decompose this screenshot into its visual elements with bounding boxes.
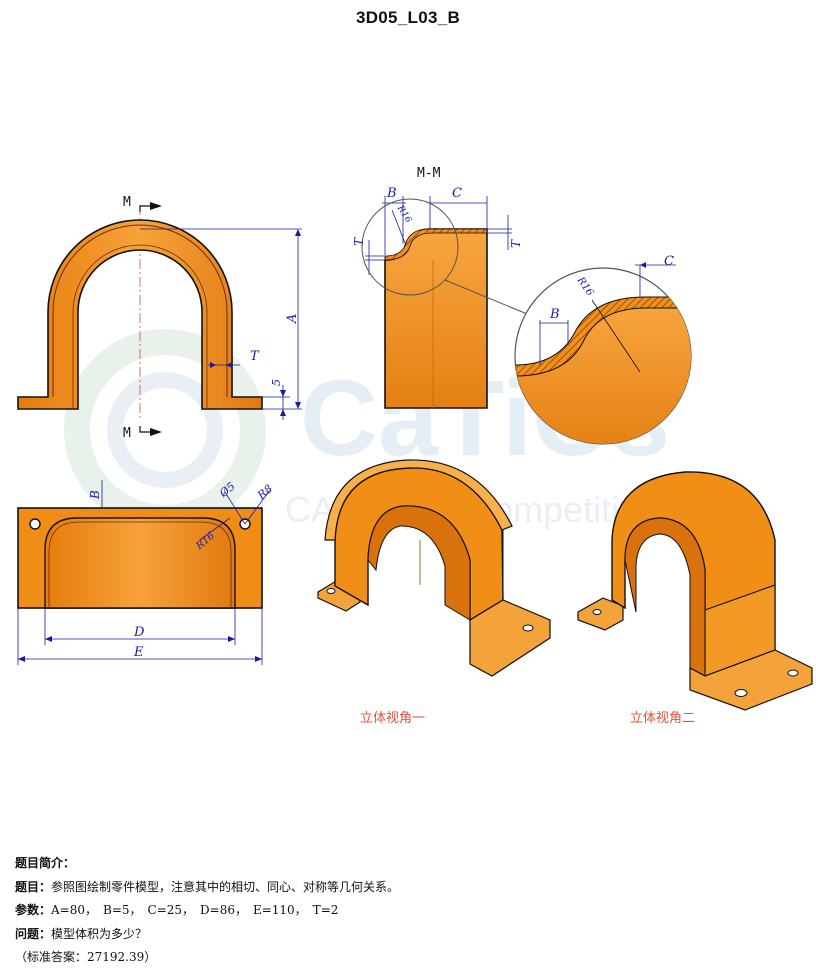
page-title: 3D05_L03_B — [355, 8, 461, 27]
top-dimension-e: E — [133, 645, 144, 660]
section-view: M-M B C R16 T T — [352, 166, 533, 409]
top-view-body — [44, 517, 236, 609]
answer-text: （标准答案：27192.39） — [15, 950, 157, 964]
dimension-five-label: 5 — [270, 379, 283, 386]
question-text: 模型体积为多少？ — [51, 926, 148, 941]
problem-description: 题目简介： 题目：参照图绘制零件模型，注意其中的相切、同心、对称等几何关系。 参… — [15, 852, 805, 970]
iso-view-2 — [577, 471, 813, 711]
caption-view1: 立体视角一 — [360, 711, 425, 726]
top-view-dimension-lines — [17, 480, 271, 665]
front-view: M M A T 5 — [17, 195, 302, 441]
dimension-a — [140, 228, 302, 410]
section-dimension-b: B — [386, 186, 397, 201]
top-dimension-r8: R8 — [254, 482, 275, 502]
cut-mark-bottom: M — [123, 426, 131, 441]
section-dimension-t-right: T — [509, 239, 523, 248]
task-text: 参照图绘制零件模型，注意其中的相切、同心、对称等几何关系。 — [51, 879, 400, 894]
cut-mark-top: M — [123, 195, 131, 210]
top-dimension-d: D — [133, 625, 145, 640]
task-label: 题目： — [15, 879, 52, 894]
caption-view2: 立体视角二 — [630, 711, 695, 726]
iso-view-1 — [317, 459, 551, 677]
dimension-t-label: T — [250, 349, 260, 364]
params-text: A=80， B=5， C=25， D=86， E=110， T=2 — [51, 903, 339, 917]
detail-dimension-lines — [539, 262, 676, 365]
dimension-five — [262, 385, 290, 420]
section-dimension-t-left: T — [352, 237, 366, 246]
top-dimension-b: B — [88, 490, 102, 500]
left-bolt-hole — [29, 518, 41, 530]
dimension-t — [208, 362, 240, 368]
section-dimension-r16: R16 — [394, 203, 413, 225]
question-label: 问题： — [15, 926, 52, 941]
params-label: 参数： — [15, 903, 52, 917]
intro-heading: 题目简介： — [15, 856, 76, 870]
detail-dimension-c: C — [664, 254, 674, 269]
detail-view: B C R16 — [514, 254, 692, 445]
section-dimension-c: C — [452, 186, 462, 201]
front-view-arch — [17, 219, 263, 410]
top-view: B D E R8 Ø5 R16 — [17, 480, 275, 665]
detail-dimension-b: B — [549, 307, 560, 322]
section-label: M-M — [417, 166, 441, 181]
dimension-a-label: A — [285, 314, 300, 324]
